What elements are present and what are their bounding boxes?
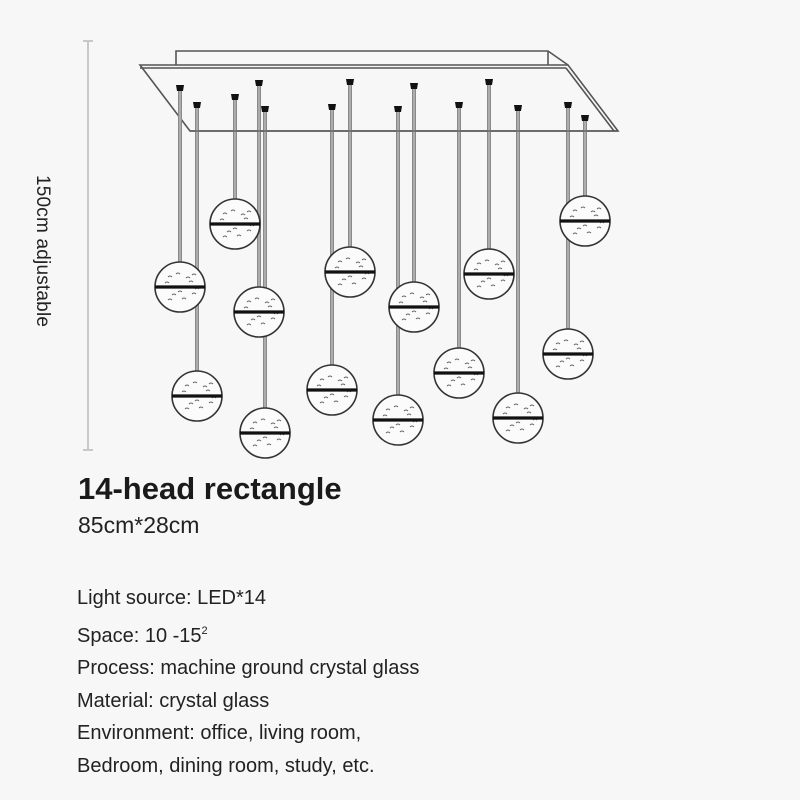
height-label: 150cm adjustable [32, 175, 53, 328]
cable-cap-icon [394, 106, 402, 112]
crystal-ball-icon [209, 198, 261, 250]
spec-environment: Environment: office, living room, [77, 722, 362, 744]
cable-cap-icon [485, 79, 493, 85]
pendant-group [154, 79, 618, 459]
crystal-ball-icon [372, 394, 424, 446]
cable-cap-icon [564, 102, 572, 108]
crystal-ball-icon [154, 261, 206, 313]
height-dimension-line [83, 40, 93, 451]
cable-cap-icon [514, 105, 522, 111]
spec-space: Space: 10 -152 [77, 624, 208, 647]
spec-material: Material: crystal glass [77, 689, 270, 712]
cable-cap-icon [231, 94, 239, 100]
cable-cap-icon [176, 85, 184, 91]
crystal-ball-icon [492, 392, 544, 444]
cable-cap-icon [261, 106, 269, 112]
product-dimensions: 85cm*28cm [78, 512, 200, 538]
crystal-ball-icon [171, 370, 223, 422]
spec-environment-cont: Bedroom, dining room, study, etc. [77, 754, 375, 777]
crystal-ball-icon [388, 281, 440, 333]
crystal-ball-icon [433, 347, 485, 399]
cable-cap-icon [410, 83, 418, 89]
product-title: 14-head rectangle [78, 471, 342, 506]
ceiling-canopy [138, 50, 620, 132]
crystal-ball-icon [463, 248, 515, 300]
cable-cap-icon [255, 80, 263, 86]
spec-light-source: Light source: LED*14 [77, 587, 267, 609]
superscript: 2 [201, 624, 208, 637]
crystal-ball-icon [239, 407, 291, 459]
crystal-ball-icon [306, 364, 358, 416]
cable-cap-icon [581, 115, 589, 121]
crystal-ball-icon [559, 195, 611, 247]
chandelier-illustration [83, 40, 620, 459]
crystal-ball-icon [233, 286, 285, 338]
cable-cap-icon [328, 104, 336, 110]
spec-process: Process: machine ground crystal glass [77, 657, 420, 679]
cable-cap-icon [455, 102, 463, 108]
cable-cap-icon [346, 79, 354, 85]
cable-cap-icon [193, 102, 201, 108]
crystal-ball-icon [324, 246, 376, 298]
spec-list: Light source: LED*14 Space: 10 -152 Proc… [77, 582, 419, 782]
crystal-ball-icon [542, 328, 594, 380]
